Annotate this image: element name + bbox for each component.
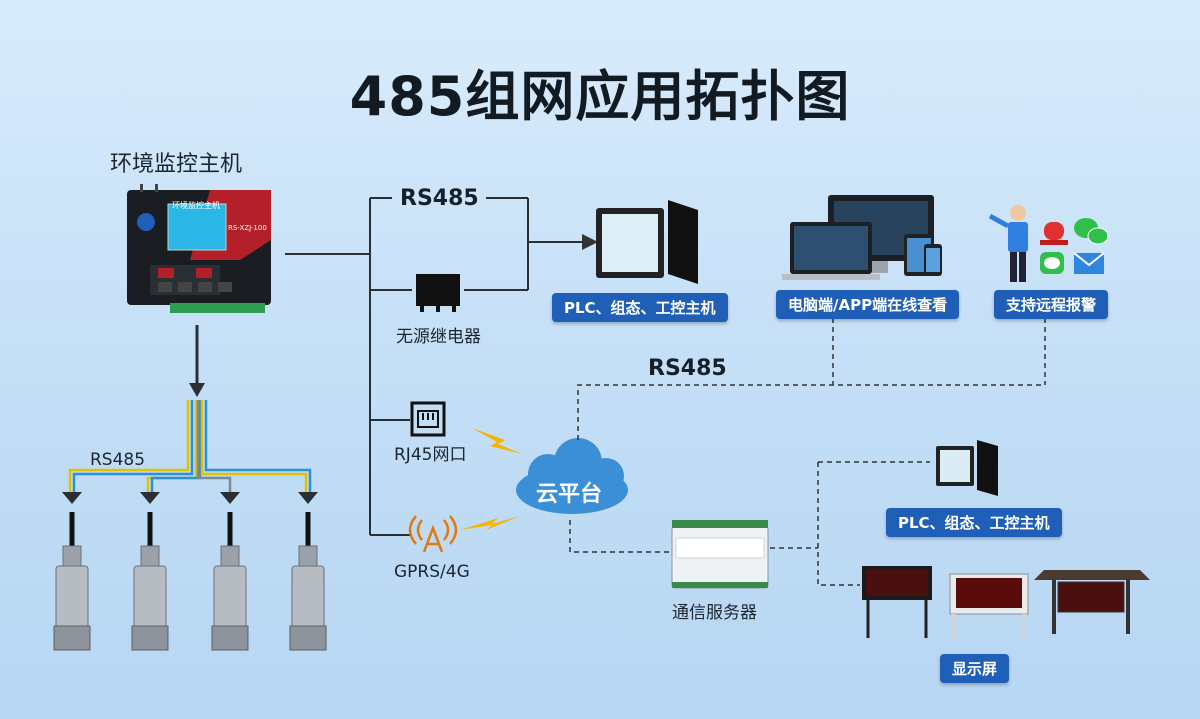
sensor-cables <box>68 400 312 492</box>
dashed-links <box>569 318 1046 586</box>
mail-icon <box>1073 252 1105 274</box>
plc-panel-bottom <box>936 440 998 496</box>
rs485-top-label: RS485 <box>400 186 479 211</box>
plc-top-badge: PLC、组态、工控主机 <box>552 293 728 322</box>
page-title: 485组网应用拓扑图 <box>349 65 851 128</box>
rs485-sensor-label: RS485 <box>90 450 146 470</box>
server-label: 通信服务器 <box>672 603 757 623</box>
lightning-icon <box>460 428 522 530</box>
host-bus-lines <box>285 197 598 536</box>
person-icon <box>988 205 1028 282</box>
host-label: 环境监控主机 <box>110 152 243 177</box>
rj45-label: RJ45网口 <box>394 445 467 465</box>
alarm-light-icon <box>1040 222 1068 245</box>
communication-server <box>671 520 769 589</box>
alarm-badge: 支持远程报警 <box>994 290 1109 319</box>
host-device-model: RS-XZJ-100 <box>228 224 267 232</box>
cloud-shape <box>516 438 628 514</box>
message-icon <box>1040 252 1064 274</box>
host-device-text: 环境监控主机 <box>172 201 220 210</box>
pc-app-badge: 电脑端/APP端在线查看 <box>776 290 960 319</box>
antenna-icon <box>408 515 458 553</box>
display-badge: 显示屏 <box>940 654 1010 683</box>
host-device <box>127 184 271 313</box>
wechat-icon <box>1074 218 1109 245</box>
gprs-label: GPRS/4G <box>394 562 470 582</box>
pc-app-devices <box>782 195 942 280</box>
relay-icon <box>416 274 460 312</box>
plc-bottom-badge: PLC、组态、工控主机 <box>886 508 1062 537</box>
relay-label: 无源继电器 <box>396 327 481 347</box>
alarm-icons <box>988 205 1109 282</box>
rj45-icon <box>410 401 446 437</box>
vibration-sensors <box>53 512 327 651</box>
cloud-label: 云平台 <box>536 482 603 507</box>
display-screens <box>862 566 1150 640</box>
rs485-mid-label: RS485 <box>648 356 727 381</box>
sensor-arrows <box>62 492 318 504</box>
plc-panel-top <box>596 200 698 284</box>
